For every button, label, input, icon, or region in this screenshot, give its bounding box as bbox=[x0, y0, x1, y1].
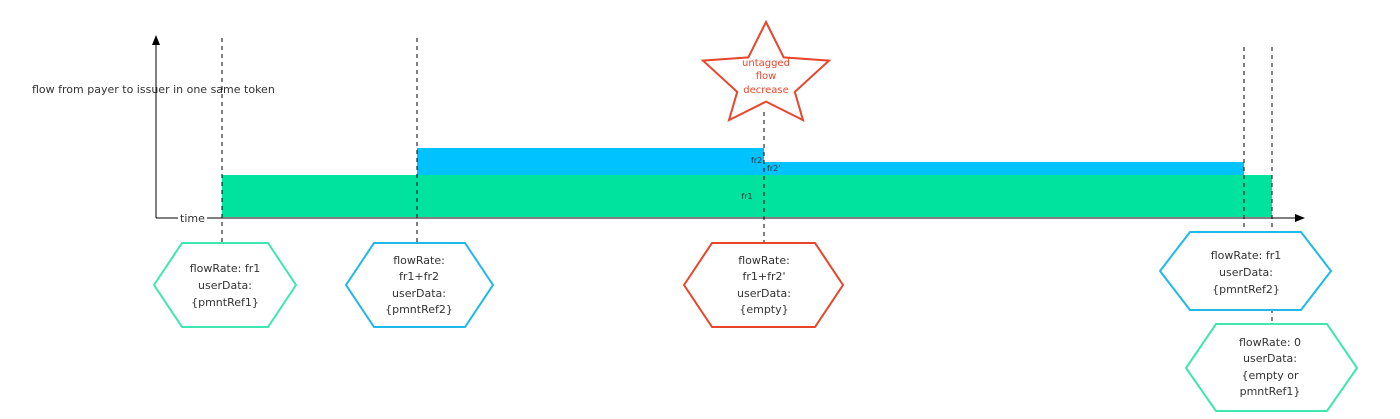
annotation-1-line-1: flowRate: fr1 bbox=[190, 262, 260, 275]
untagged-flow-decrease-star: untagged flow decrease bbox=[700, 19, 832, 123]
fr2-prime-bar bbox=[764, 162, 1244, 175]
x-axis-label: time bbox=[180, 212, 205, 225]
y-axis bbox=[152, 35, 160, 218]
fr1-bar-label: fr1 bbox=[741, 192, 752, 201]
annotation-3-line-4: {empty} bbox=[739, 303, 788, 316]
annotation-2-line-2: fr1+fr2 bbox=[399, 270, 439, 283]
annotation-hexagon-5: flowRate: 0 userData: {empty or pmntRef1… bbox=[1184, 323, 1359, 412]
annotation-2-line-3: userData: bbox=[392, 287, 446, 300]
annotation-3-line-3: userData: bbox=[737, 287, 791, 300]
annotation-4-line-3: {pmntRef2} bbox=[1212, 283, 1280, 296]
annotation-hexagon-4: flowRate: fr1 userData: {pmntRef2} bbox=[1158, 231, 1333, 311]
star-text-line-3: decrease bbox=[743, 85, 789, 96]
event-lines bbox=[221, 38, 1273, 324]
annotation-5-line-3: {empty or bbox=[1241, 369, 1299, 382]
star-text-line-2: flow bbox=[756, 71, 777, 82]
annotation-2-line-4: {pmntRef2} bbox=[385, 303, 453, 316]
annotation-hexagon-2: flowRate: fr1+fr2 userData: {pmntRef2} bbox=[344, 242, 495, 328]
annotation-3-line-2: fr1+fr2' bbox=[742, 270, 785, 283]
annotation-5-line-4: pmntRef1} bbox=[1240, 385, 1301, 398]
annotation-hexagon-3: flowRate: fr1+fr2' userData: {empty} bbox=[682, 242, 845, 328]
fr2-bar-label: fr2 bbox=[751, 156, 762, 165]
annotation-hexagon-1: flowRate: fr1 userData: {pmntRef1} bbox=[152, 242, 298, 328]
x-axis bbox=[156, 214, 1305, 222]
star-text-line-1: untagged bbox=[742, 58, 790, 69]
annotation-5-line-2: userData: bbox=[1243, 352, 1297, 365]
annotation-4-line-2: userData: bbox=[1219, 266, 1273, 279]
annotation-4-line-1: flowRate: fr1 bbox=[1211, 249, 1281, 262]
annotation-2-line-1: flowRate: bbox=[393, 254, 445, 267]
fr1-bar bbox=[222, 175, 1272, 217]
y-axis-label: flow from payer to issuer in one same to… bbox=[32, 83, 275, 96]
annotation-1-line-2: userData: bbox=[198, 279, 252, 292]
annotation-1-line-3: {pmntRef1} bbox=[191, 296, 259, 309]
fr2-prime-bar-label: fr2' bbox=[767, 164, 780, 173]
annotation-3-line-1: flowRate: bbox=[738, 254, 790, 267]
fr2-bar bbox=[417, 148, 764, 175]
annotation-5-line-1: flowRate: 0 bbox=[1239, 336, 1301, 349]
